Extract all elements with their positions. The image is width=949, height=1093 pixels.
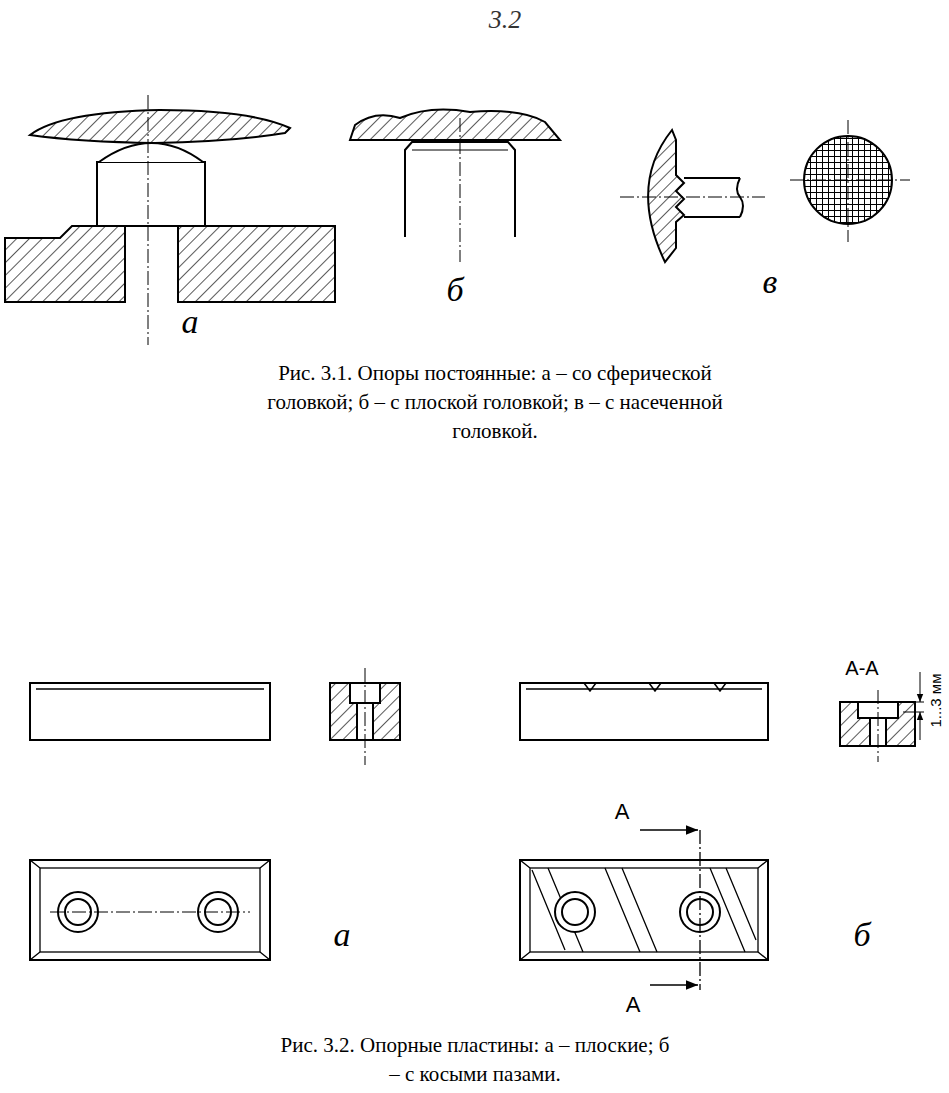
caption: Рис. 3.2. Опорные пластины: а – плоские;… [275,1031,675,1089]
cut-label: А [626,992,641,1018]
figure-letter: б [853,918,870,952]
flat-support [350,110,560,262]
serrated-support [620,120,910,262]
figure-letter: б [446,273,463,307]
dimension: 1...3 мм [927,673,944,727]
caption: Рис. 3.1. Опоры постоянные: а – со сфери… [245,359,745,446]
flat-plate [30,668,400,960]
spherical-support [5,95,335,345]
figure-letter: в [763,265,778,299]
figure-letter: а [334,918,351,952]
figure-letter: а [182,305,199,339]
page-number: 3.2 [489,7,522,33]
section-label: А-А [845,657,878,680]
cut-label: А [615,799,630,825]
slotted-plate [520,672,924,990]
